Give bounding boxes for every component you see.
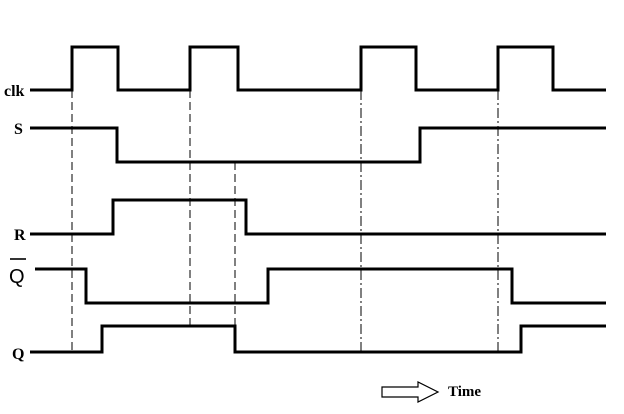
r-waveform <box>30 198 606 236</box>
qbar-waveform <box>35 267 606 305</box>
guide-lines <box>71 90 499 352</box>
s-label: S <box>14 121 23 138</box>
r-label: R <box>14 227 26 244</box>
q-label: Q <box>12 346 24 363</box>
qbar-label: Q <box>9 266 25 288</box>
s-waveform <box>30 126 606 164</box>
right-arrow-icon <box>381 381 440 403</box>
clk-label: clk <box>4 83 25 100</box>
clk-waveform <box>30 45 606 92</box>
q-waveform <box>30 324 606 354</box>
time-axis-label: Time <box>448 384 481 400</box>
